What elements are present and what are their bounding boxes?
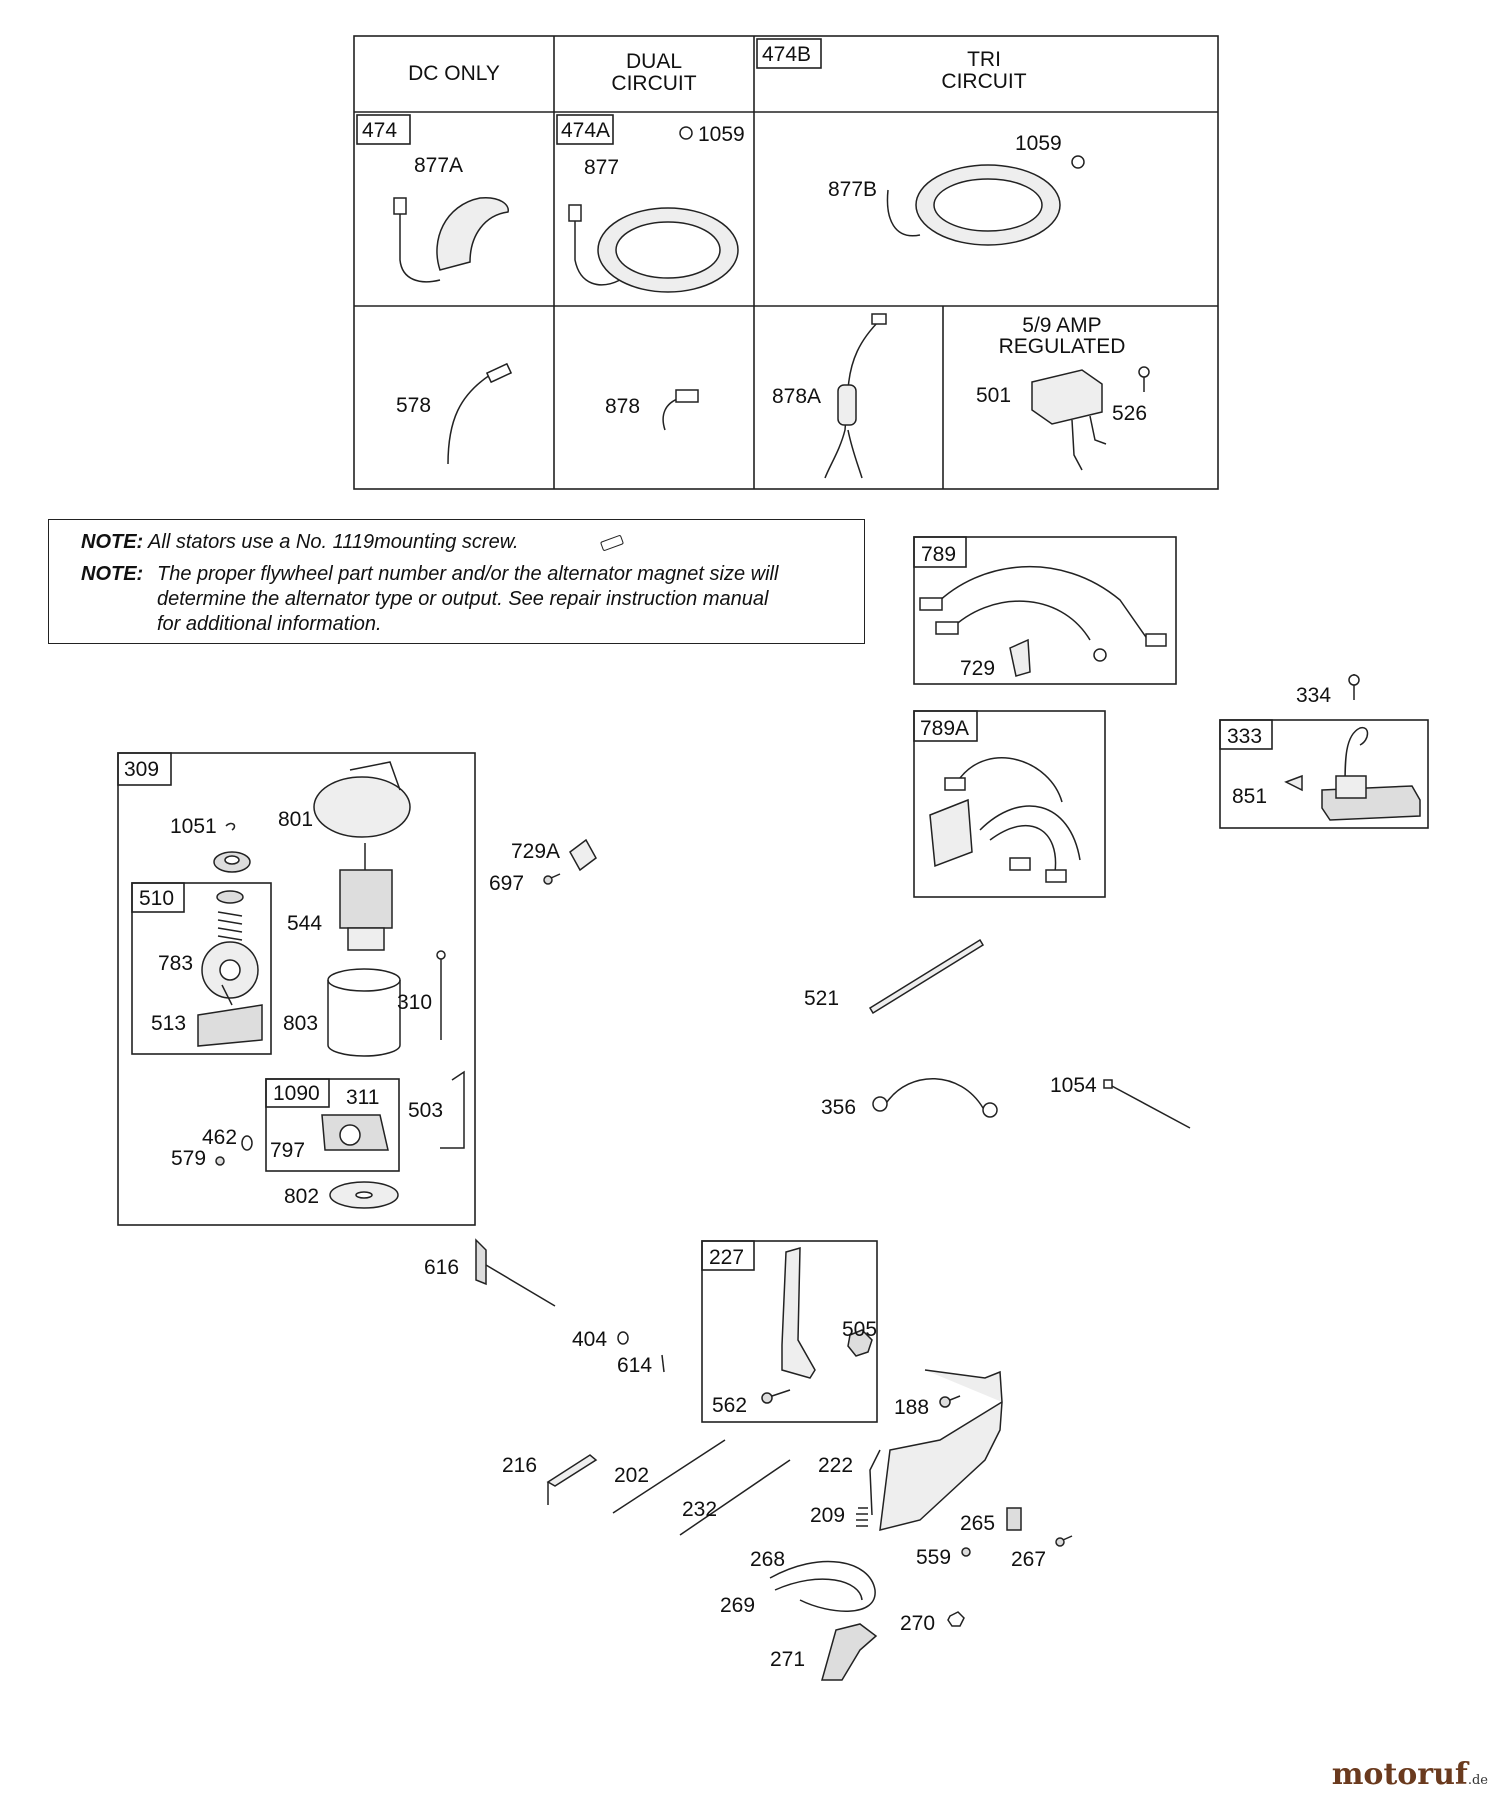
part-729A-label: 729A [511,840,560,863]
part-697-label: 697 [489,872,524,895]
armature-333-drawing [1284,674,1421,821]
box-label-309: 309 [124,758,159,781]
part-877B-label: 877B [828,178,877,201]
part-878-label: 878 [605,395,640,418]
part-311-label: 311 [346,1086,379,1109]
part-797-label: 797 [270,1139,305,1162]
alternator-table [353,35,1219,490]
part-578-label: 578 [396,394,431,417]
box-label-789A: 789A [920,717,969,740]
watermark-main: motoruf [1331,1757,1468,1792]
part-526-label: 526 [1112,402,1147,425]
stator-tri-drawing [886,164,1061,246]
header-dual-1: DUAL [626,50,682,73]
part-267-label: 267 [1011,1548,1046,1571]
part-202-label: 202 [614,1464,649,1487]
part-521-label: 521 [804,987,839,1010]
note-line-3: determine the alternator type or output.… [157,588,769,610]
part-310-label: 310 [397,991,432,1014]
part-270-label: 270 [900,1612,935,1635]
harness-578-drawing [447,362,513,465]
watermark-suffix: .de [1467,1773,1488,1788]
part-877-label: 877 [584,156,619,179]
part-851-label: 851 [1232,785,1267,808]
header-tri-2: CIRCUIT [941,70,1026,93]
part-616-label: 616 [424,1256,459,1279]
harness-789-drawing [919,565,1167,677]
control-parts-drawing [546,1246,1073,1681]
box-label-789: 789 [921,543,956,566]
header-tri-1: TRI [967,48,1001,71]
part-503-label: 503 [408,1099,443,1122]
note-screw-icon [599,534,625,552]
harness-878A-drawing [824,313,887,479]
starter-parts-drawing [197,761,465,1209]
part-559-label: 559 [916,1546,951,1569]
header-dual-2: CIRCUIT [611,72,696,95]
part-188-label: 188 [894,1396,929,1419]
part-268-label: 268 [750,1548,785,1571]
part-729-label: 729 [960,657,995,680]
part-505-label: 505 [842,1318,877,1341]
loose-parts-drawing [475,838,1191,1373]
box-label-474A: 474A [561,119,610,142]
part-1051-label: 1051 [170,815,217,838]
regulator-501-drawing [1031,366,1150,471]
part-216-label: 216 [502,1454,537,1477]
part-802-label: 802 [284,1185,319,1208]
note-line-2: The proper flywheel part number and/or t… [157,563,779,585]
part-803-label: 803 [283,1012,318,1035]
harness-878-drawing [662,389,699,431]
part-501-label: 501 [976,384,1011,407]
box-label-510: 510 [139,887,174,910]
part-356-label: 356 [821,1096,856,1119]
part-562-label: 562 [712,1394,747,1417]
note-box: NOTE: All stators use a No. 1119mounting… [48,519,865,644]
header-dc-only: DC ONLY [408,62,500,85]
box-227-tab [701,1240,755,1271]
part-1059b-label: 1059 [1015,132,1062,155]
part-878A-label: 878A [772,385,821,408]
part-1059a-label: 1059 [698,123,745,146]
part-265-label: 265 [960,1512,995,1535]
box-label-474B: 474B [762,43,811,66]
box-label-227: 227 [709,1246,744,1269]
part-877A-label: 877A [414,154,463,177]
part-334-label: 334 [1296,684,1331,707]
part-801-label: 801 [278,808,313,831]
part-544-label: 544 [287,912,322,935]
part-513-label: 513 [151,1012,186,1035]
note-label-1: NOTE: [81,531,144,553]
part-783-label: 783 [158,952,193,975]
part-209-label: 209 [810,1504,845,1527]
screw-1059a-icon [679,126,693,140]
note-label-2: NOTE: [81,563,144,585]
box-label-474: 474 [362,119,397,142]
watermark-logo: motoruf.de [1332,1757,1488,1792]
part-579-label: 579 [171,1147,206,1170]
stator-dc-drawing [393,196,509,283]
kit-boxes-right [913,536,1429,898]
part-271-label: 271 [770,1648,805,1671]
part-404-label: 404 [572,1328,607,1351]
part-222-label: 222 [818,1454,853,1477]
stator-dual-drawing [568,204,739,293]
part-269-label: 269 [720,1594,755,1617]
part-232-label: 232 [682,1498,717,1521]
part-614-label: 614 [617,1354,652,1377]
starter-boxes [117,752,476,1226]
screw-1059b-icon [1071,155,1085,169]
note-line-4: for additional information. [157,613,382,635]
regulated-line-2: REGULATED [999,335,1126,358]
box-label-1090: 1090 [273,1082,320,1105]
part-462-label: 462 [202,1126,237,1149]
harness-789A-drawing [929,757,1081,883]
box-227 [701,1240,878,1423]
box-label-333: 333 [1227,725,1262,748]
regulated-line-1: 5/9 AMP [1022,314,1101,337]
part-1054-label: 1054 [1050,1074,1097,1097]
note-line-1: All stators use a No. 1119mounting screw… [148,531,519,553]
